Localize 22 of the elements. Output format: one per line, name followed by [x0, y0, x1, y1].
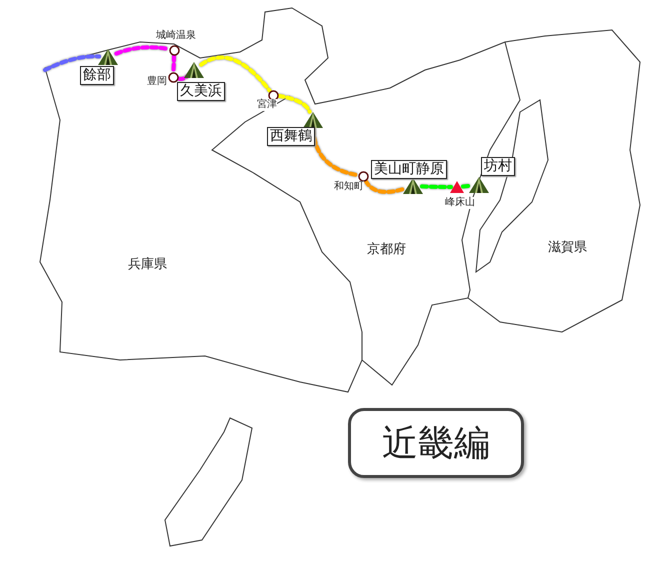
place-name-tag: 西舞鶴	[267, 127, 315, 146]
route-line	[176, 74, 190, 81]
place-name-tag: 坊村	[481, 157, 515, 176]
route-line	[199, 55, 272, 93]
place-name: 城崎温泉	[156, 30, 196, 42]
place-name: 宮津	[257, 99, 277, 111]
route-line	[171, 54, 176, 74]
region-label: 滋賀県	[548, 239, 587, 256]
place-name: 峰床山	[445, 197, 475, 209]
route-line	[420, 184, 453, 189]
route-line	[43, 54, 102, 72]
place-name-tag: 餘部	[80, 66, 114, 85]
region-label: 兵庫県	[128, 256, 167, 273]
title-panel: 近畿編	[348, 408, 524, 478]
region-label: 京都府	[367, 241, 406, 258]
place-name: 豊岡	[147, 76, 167, 88]
place-name-tag: 久美浜	[177, 82, 225, 101]
route-line	[460, 184, 472, 188]
route-line	[364, 178, 406, 194]
place-name-tag: 美山町静原	[371, 160, 447, 179]
place-name: 和知町	[334, 181, 364, 193]
route-line	[276, 94, 312, 114]
